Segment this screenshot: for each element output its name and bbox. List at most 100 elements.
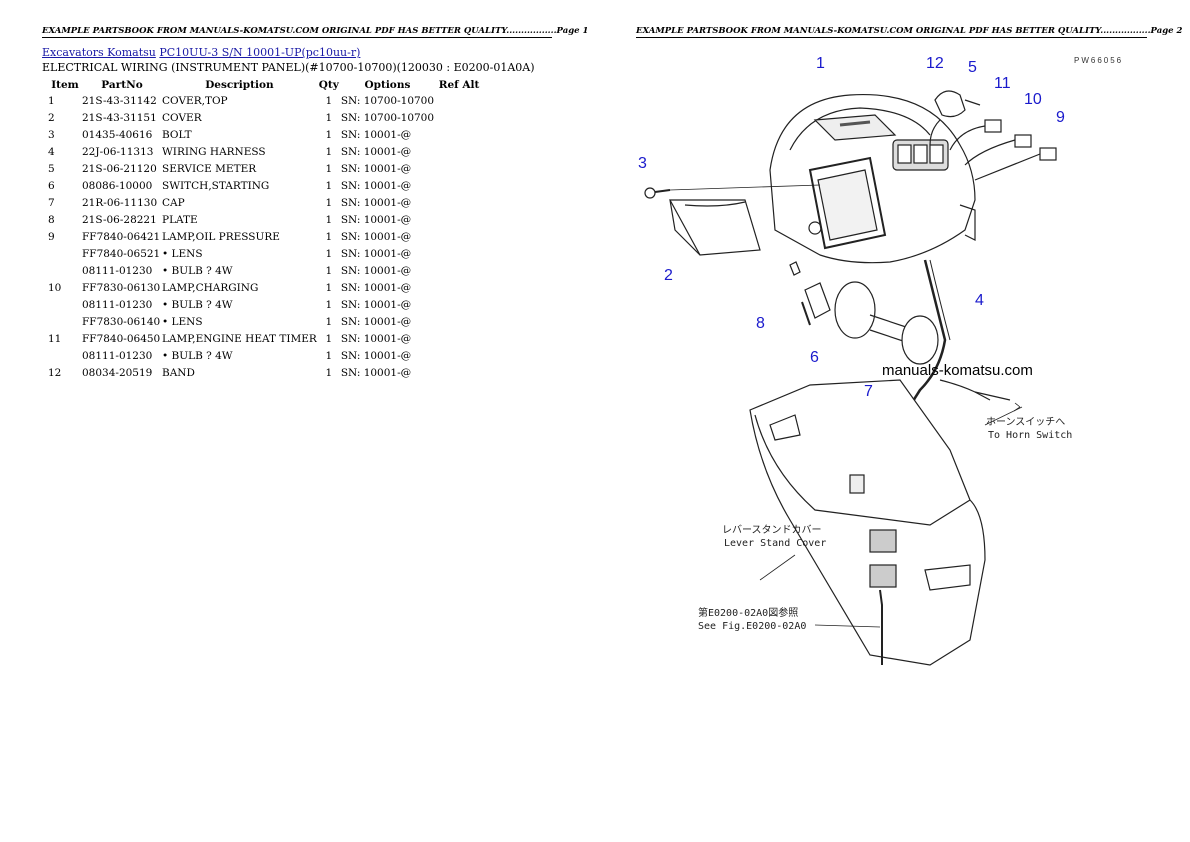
cell-partno: 21S-43-31142 (82, 94, 157, 107)
cell-options: SN: 10001-@ (340, 366, 412, 379)
cell-qty: 1 (325, 366, 333, 379)
cell-description: LAMP,ENGINE HEAT TIMER (162, 332, 317, 345)
cell-qty: 1 (325, 145, 333, 158)
cell-qty: 1 (325, 349, 333, 362)
breadcrumb-link-excavators[interactable]: Excavators Komatsu (42, 46, 156, 59)
parts-table-header: Item PartNo Description Qty Options Ref … (42, 78, 484, 92)
cell-partno: 08086-10000 (82, 179, 153, 192)
cell-description: WIRING HARNESS (162, 145, 266, 158)
cell-description: PLATE (162, 213, 198, 226)
cell-partno: 22J-06-11313 (82, 145, 154, 158)
callout-6: 6 (810, 349, 819, 366)
cell-partno: 08111-01230 (82, 298, 153, 311)
cell-qty: 1 (325, 111, 333, 124)
callout-2: 2 (664, 267, 673, 284)
cell-options: SN: 10001-@ (340, 145, 412, 158)
cell-options: SN: 10001-@ (340, 332, 412, 345)
cell-partno: 08034-20519 (82, 366, 153, 379)
cell-item: 2 (48, 111, 55, 124)
cell-options: SN: 10001-@ (340, 213, 412, 226)
cell-qty: 1 (325, 315, 333, 328)
cell-ref-alt (434, 313, 484, 330)
cell-description: • BULB ? 4W (162, 349, 233, 362)
cell-description: • BULB ? 4W (162, 264, 233, 277)
cell-qty: 1 (325, 162, 333, 175)
col-header-partno: PartNo (101, 79, 143, 91)
cell-description: • LENS (162, 315, 203, 328)
cell-options: SN: 10001-@ (340, 230, 412, 243)
cell-options: SN: 10001-@ (340, 247, 412, 260)
cell-qty: 1 (325, 298, 333, 311)
cell-item: 8 (48, 213, 55, 226)
cell-partno: 21S-06-21120 (82, 162, 157, 175)
breadcrumb-link-model[interactable]: PC10UU-3 S/N 10001-UP(pc10uu-r) (159, 46, 361, 59)
callout-numbers: 1 2 3 4 5 6 7 8 9 10 11 12 (638, 55, 1065, 400)
cell-ref-alt (434, 177, 484, 194)
col-header-item: Item (51, 79, 79, 91)
cell-ref-alt (434, 194, 484, 211)
cell-item (42, 245, 82, 262)
parts-table: Item PartNo Description Qty Options Ref … (42, 78, 484, 381)
cell-ref-alt (434, 228, 484, 245)
cell-ref-alt (434, 279, 484, 296)
cell-ref-alt (434, 296, 484, 313)
cell-item: 11 (48, 332, 62, 345)
cell-options: SN: 10001-@ (340, 196, 412, 209)
cell-item: 5 (48, 162, 55, 175)
cell-partno: 08111-01230 (82, 264, 153, 277)
cell-partno: 21S-43-31151 (82, 111, 157, 124)
cell-qty: 1 (325, 179, 333, 192)
cell-ref-alt (434, 92, 484, 109)
cell-ref-alt (434, 364, 484, 381)
callout-1: 1 (816, 55, 825, 72)
breadcrumb: Excavators Komatsu PC10UU-3 S/N 10001-UP… (42, 46, 360, 59)
cap-part (668, 199, 761, 256)
cell-description: BAND (162, 366, 195, 379)
cell-ref-alt (434, 262, 484, 279)
cell-partno: 21S-06-28221 (82, 213, 157, 226)
cell-item: 3 (48, 128, 55, 141)
see-fig-label-en: See Fig.E0200-02A0 (698, 621, 806, 632)
callout-5: 5 (968, 59, 977, 76)
lever-cover-label-en: Lever Stand Cover (724, 538, 826, 549)
cell-description: CAP (162, 196, 185, 209)
cell-partno: FF7840-06421 (82, 230, 161, 243)
cell-qty: 1 (325, 128, 333, 141)
cell-options: SN: 10001-@ (340, 315, 412, 328)
cell-qty: 1 (325, 247, 333, 260)
horn-switch-label-jp: ホーンスイッチへ (986, 416, 1065, 428)
bolt-part (644, 184, 821, 199)
cell-partno: FF7830-06140 (82, 315, 161, 328)
callout-9: 9 (1056, 109, 1065, 126)
col-header-description: Description (205, 79, 274, 91)
page-title: ELECTRICAL WIRING (INSTRUMENT PANEL)(#10… (42, 61, 535, 74)
service-meter-part (808, 156, 887, 250)
cell-options: SN: 10700-10700 (340, 94, 435, 107)
cell-item: 12 (48, 366, 62, 379)
cell-item: 4 (48, 145, 55, 158)
col-header-qty: Qty (318, 79, 339, 91)
cell-partno: 21R-06-11130 (82, 196, 158, 209)
cell-qty: 1 (325, 230, 333, 243)
cell-item: 6 (48, 179, 55, 192)
cell-description: SERVICE METER (162, 162, 257, 175)
see-fig-label-jp: 第E0200-02A0図参照 (698, 606, 798, 619)
page-header-left: EXAMPLE PARTSBOOK FROM MANUALS-KOMATSU.C… (42, 26, 589, 38)
cell-partno: 08111-01230 (82, 349, 153, 362)
cell-ref-alt (434, 211, 484, 228)
cell-item (42, 347, 82, 364)
cell-qty: 1 (325, 332, 333, 345)
cell-options: SN: 10700-10700 (340, 111, 435, 124)
cell-ref-alt (434, 330, 484, 347)
callout-8: 8 (756, 315, 765, 332)
cell-ref-alt (434, 109, 484, 126)
lamp-parts (929, 90, 1057, 181)
